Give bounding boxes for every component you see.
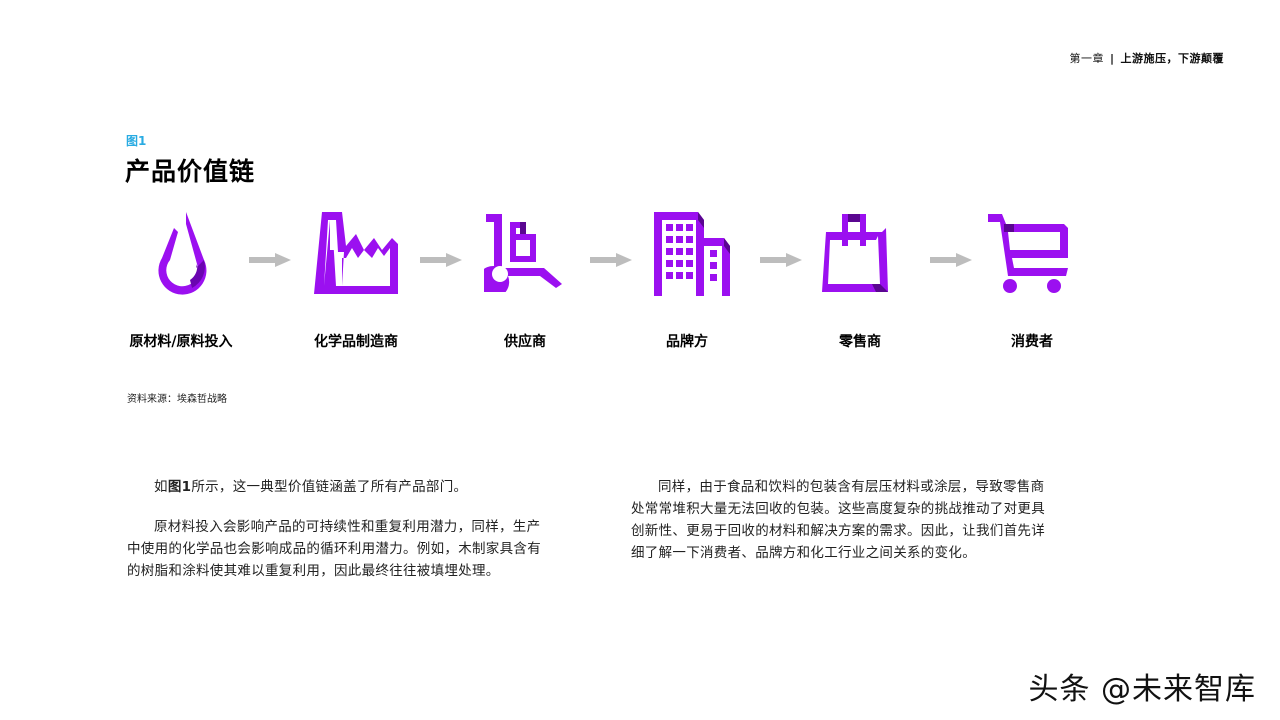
paragraph: 如图1所示，这一典型价值链涵盖了所有产品部门。	[127, 476, 553, 498]
paragraph: 同样，由于食品和饮料的包装含有层压材料或涂层，导致零售商处常常堆积大量无法回收的…	[631, 479, 1045, 561]
text: 如	[154, 479, 168, 495]
building-icon	[648, 210, 734, 296]
node-label-chemical-manufacturer: 化学品制造商	[314, 334, 398, 350]
paragraph: 原材料投入会影响产品的可持续性和重复利用潜力，同样，生产中使用的化学品也会影响成…	[127, 519, 541, 579]
watermark: 头条 @未来智库	[1028, 672, 1256, 707]
shopping-bag-icon	[820, 212, 890, 296]
shopping-cart-icon	[986, 212, 1072, 296]
chapter-number: 第一章	[1069, 52, 1104, 65]
arrow-right-icon	[760, 253, 802, 267]
arrow-right-icon	[930, 253, 972, 267]
text: 所示，这一典型价值链涵盖了所有产品部门。	[191, 479, 468, 495]
hand-truck-icon	[484, 212, 566, 292]
node-label-supplier: 供应商	[504, 334, 546, 350]
body-right-column: 同样，由于食品和饮料的包装含有层压材料或涂层，导致零售商处常常堆积大量无法回收的…	[631, 476, 1057, 564]
arrow-right-icon	[249, 253, 291, 267]
chapter-separator: |	[1109, 52, 1115, 65]
chapter-title: 上游施压，下游颠覆	[1120, 52, 1224, 65]
factory-icon	[312, 208, 402, 298]
figure-label: 图1	[126, 134, 147, 148]
node-label-retailer: 零售商	[839, 334, 881, 350]
node-label-raw-materials: 原材料/原料投入	[129, 334, 233, 350]
droplet-icon	[152, 210, 212, 298]
arrow-right-icon	[420, 253, 462, 267]
body-left-column: 如图1所示，这一典型价值链涵盖了所有产品部门。 原材料投入会影响产品的可持续性和…	[127, 476, 553, 582]
node-label-brand-owner: 品牌方	[666, 334, 708, 350]
figure-reference: 图1	[167, 479, 192, 495]
node-label-consumer: 消费者	[1011, 334, 1053, 350]
chapter-header: 第一章 | 上游施压，下游颠覆	[1069, 50, 1224, 66]
figure-source: 资料来源：埃森哲战略	[127, 394, 227, 405]
arrow-right-icon	[590, 253, 632, 267]
figure-title: 产品价值链	[125, 157, 256, 186]
